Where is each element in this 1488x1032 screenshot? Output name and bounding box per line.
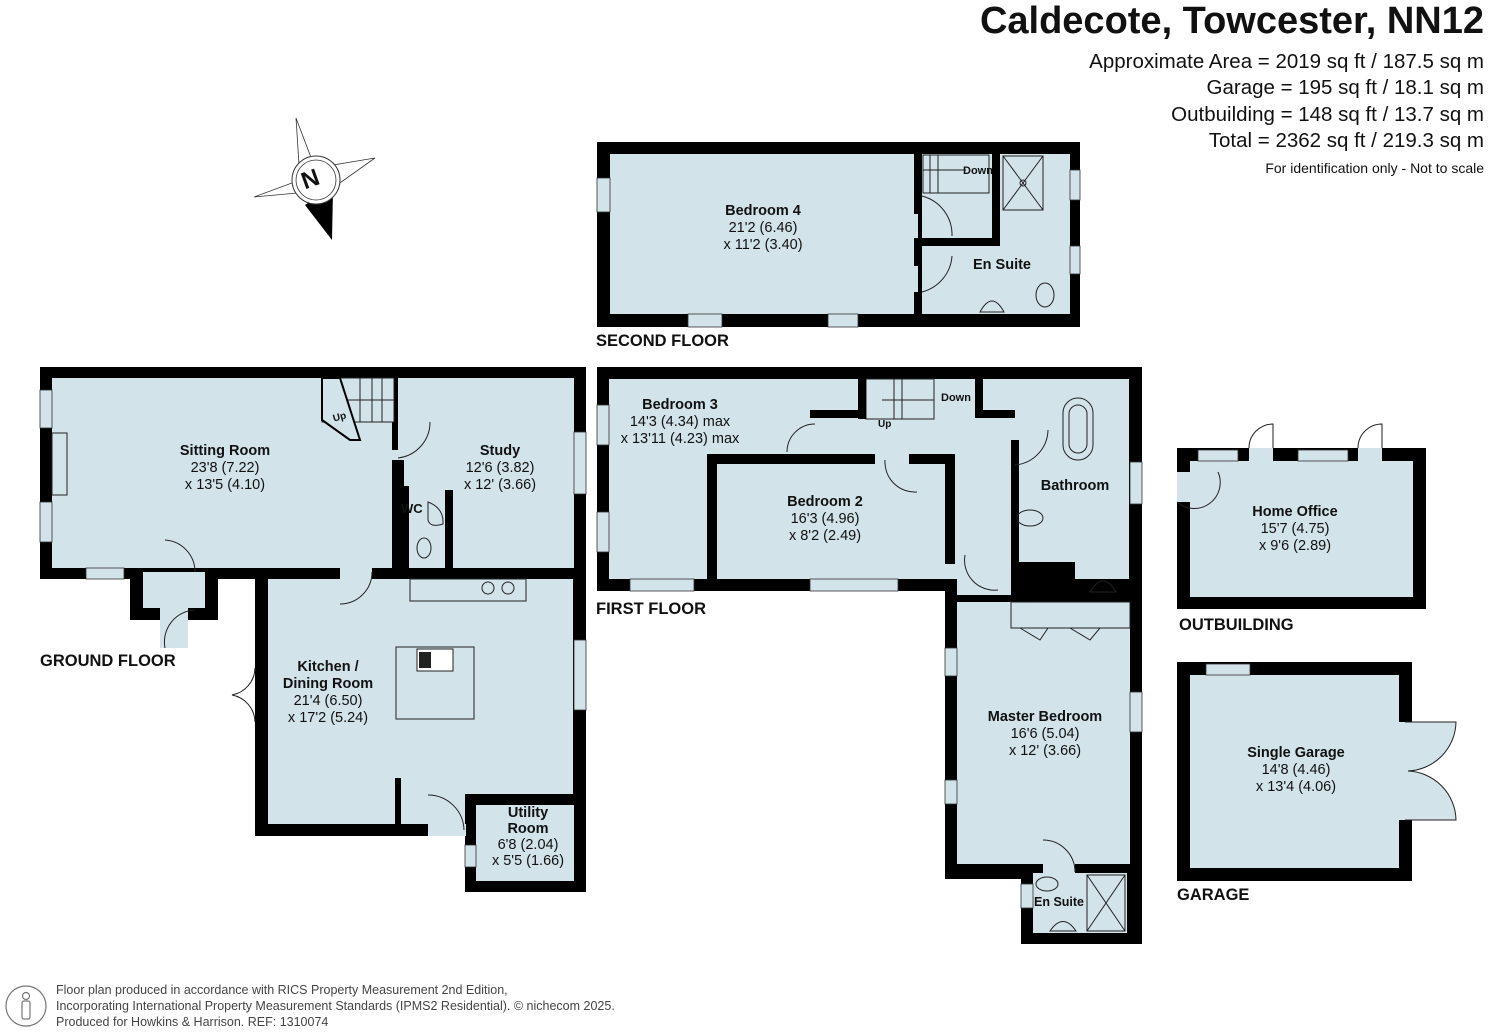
room-bathroom: Bathroom	[1035, 478, 1115, 495]
room-dimension: x 12' (3.66)	[463, 477, 537, 493]
total-area: Total = 2362 sq ft / 219.3 sq m	[1208, 129, 1484, 152]
room-name: Kitchen /	[297, 659, 359, 675]
room-name: Home Office	[1252, 504, 1338, 520]
room-kitchen-dining: Kitchen / Dining Room 21'4 (6.50) x 17'2…	[268, 659, 388, 727]
room-home-office: Home Office 15'7 (4.75) x 9'6 (2.89)	[1240, 504, 1350, 555]
property-title: Caldecote, Towcester, NN12	[979, 0, 1484, 42]
room-name: Dining Room	[282, 676, 374, 692]
outbuilding-area: Outbuilding = 148 sq ft / 13.7 sq m	[1171, 103, 1484, 126]
room-sitting-room: Sitting Room 23'8 (7.22) x 13'5 (4.10)	[160, 443, 290, 494]
floor-label-first: FIRST FLOOR	[596, 600, 706, 618]
room-dimension: x 13'4 (4.06)	[1255, 779, 1337, 795]
room-name: Single Garage	[1247, 745, 1345, 761]
footer-line: Floor plan produced in accordance with R…	[56, 983, 508, 997]
room-name: Bedroom 4	[725, 203, 801, 219]
floor-label-ground: GROUND FLOOR	[40, 652, 176, 670]
room-master-bedroom: Master Bedroom 16'6 (5.04) x 12' (3.66)	[975, 709, 1115, 760]
room-en-suite-second: En Suite	[960, 257, 1044, 274]
room-name: Sitting Room	[179, 443, 271, 459]
room-dimension: 16'3 (4.96)	[790, 511, 860, 527]
room-single-garage: Single Garage 14'8 (4.46) x 13'4 (4.06)	[1236, 745, 1356, 796]
room-dimension: x 9'6 (2.89)	[1258, 538, 1332, 554]
floor-label-outbuilding: OUTBUILDING	[1179, 616, 1294, 634]
north-arrow-icon	[253, 117, 376, 240]
footer-line: Produced for Howkins & Harrison. REF: 13…	[56, 1015, 329, 1029]
room-dimension: x 17'2 (5.24)	[287, 710, 369, 726]
room-dimension: x 13'5 (4.10)	[184, 477, 266, 493]
room-utility: Utility Room 6'8 (2.04) x 5'5 (1.66)	[480, 805, 576, 869]
footer-line: Incorporating International Property Mea…	[56, 999, 615, 1013]
room-name: Room	[507, 821, 549, 837]
stairs-down-label: Down	[963, 165, 993, 177]
room-name: Bedroom 2	[787, 494, 863, 510]
room-dimension: x 11'2 (3.40)	[723, 237, 803, 253]
room-name: Master Bedroom	[987, 709, 1103, 725]
room-dimension: 12'6 (3.82)	[465, 460, 535, 476]
room-dimension: x 5'5 (1.66)	[491, 853, 565, 869]
room-dimension: 15'7 (4.75)	[1260, 521, 1330, 537]
room-dimension: 21'2 (6.46)	[728, 220, 798, 236]
room-dimension: 14'8 (4.46)	[1261, 762, 1331, 778]
first-floor-plan	[596, 367, 1143, 944]
room-wc: WC	[401, 501, 423, 516]
room-bedroom-2: Bedroom 2 16'3 (4.96) x 8'2 (2.49)	[770, 494, 880, 545]
person-info-icon	[5, 985, 47, 1027]
room-name: Bathroom	[1040, 478, 1110, 494]
room-bedroom-4: Bedroom 4 21'2 (6.46) x 11'2 (3.40)	[700, 203, 826, 254]
ground-floor-plan	[39, 367, 587, 892]
garage-area: Garage = 195 sq ft / 18.1 sq m	[1206, 76, 1484, 99]
room-dimension: 14'3 (4.34) max	[629, 414, 731, 430]
room-name: En Suite	[972, 257, 1031, 273]
floor-label-second: SECOND FLOOR	[596, 332, 729, 350]
room-dimension: 16'6 (5.04)	[1010, 726, 1080, 742]
footer-notes: Floor plan produced in accordance with R…	[56, 982, 615, 1030]
room-bedroom-3: Bedroom 3 14'3 (4.34) max x 13'11 (4.23)…	[605, 397, 755, 448]
stairs-down-label-first: Down	[941, 392, 971, 404]
garage-plan	[1177, 662, 1457, 881]
stairs-up-label-first: Up	[878, 419, 892, 430]
approximate-area: Approximate Area = 2019 sq ft / 187.5 sq…	[1089, 50, 1484, 73]
room-study: Study 12'6 (3.82) x 12' (3.66)	[450, 443, 550, 494]
room-dimension: x 8'2 (2.49)	[788, 528, 862, 544]
room-name: Utility	[507, 805, 549, 821]
room-dimension: 21'4 (6.50)	[293, 693, 363, 709]
room-dimension: 6'8 (2.04)	[497, 837, 559, 853]
room-name: Study	[479, 443, 521, 459]
disclaimer: For identification only - Not to scale	[1265, 160, 1484, 176]
room-dimension: x 12' (3.66)	[1008, 743, 1082, 759]
outbuilding-plan	[1176, 423, 1426, 609]
room-name: Bedroom 3	[642, 397, 718, 413]
second-floor-plan	[596, 142, 1081, 328]
room-dimension: 23'8 (7.22)	[190, 460, 260, 476]
floor-label-garage: GARAGE	[1177, 886, 1250, 904]
room-dimension: x 13'11 (4.23) max	[620, 431, 740, 447]
room-en-suite-first: En Suite	[1034, 895, 1085, 909]
